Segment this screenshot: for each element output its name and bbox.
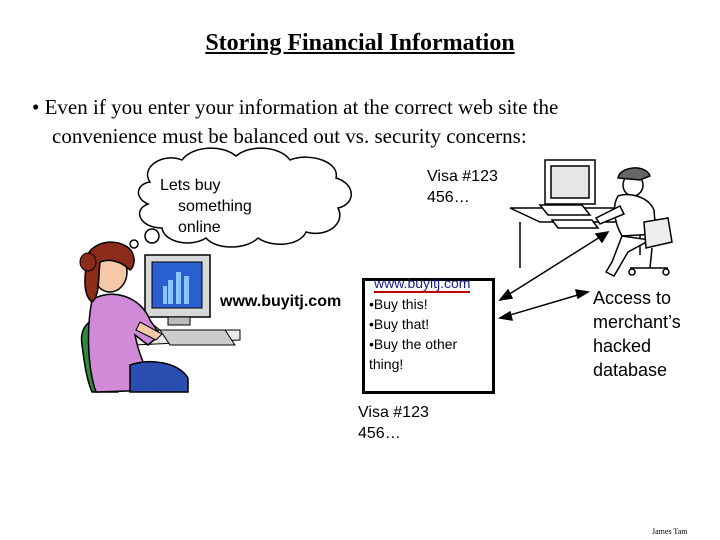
browser-url[interactable]: www.buyitj.com: [374, 275, 471, 293]
hack-line-2: merchant’s: [593, 312, 681, 332]
hack-line-1: Access to: [593, 288, 672, 308]
slide-title: Storing Financial Information: [205, 30, 515, 56]
browser-item: •Buy the other: [369, 336, 458, 352]
hack-line-3: hacked: [593, 336, 652, 356]
clerk-at-computer-icon: [509, 159, 673, 277]
card-top-line-1: Visa #123: [427, 168, 498, 185]
user-url-label: www.buyitj.com: [220, 293, 342, 310]
card-number-top: Visa #123 456…: [427, 166, 498, 208]
thought-line-2: something: [178, 198, 252, 215]
browser-item: •Buy that!: [369, 316, 430, 332]
browser-item: •Buy this!: [369, 296, 428, 312]
thought-line-1: Lets buy: [160, 177, 221, 194]
bullet-line-1: • Even if you enter your information at …: [32, 95, 559, 119]
woman-at-computer-icon: [79, 241, 241, 393]
card-bottom-line-2: 456…: [358, 425, 401, 442]
thought-cloud-icon: [117, 147, 352, 253]
card-bottom-line-1: Visa #123: [358, 404, 429, 421]
browser-item: thing!: [369, 356, 404, 372]
browser-item-list: •Buy this! •Buy that! •Buy the other thi…: [369, 294, 457, 374]
card-top-line-2: 456…: [427, 189, 470, 206]
merchant-browser-window: [362, 278, 495, 394]
card-number-bottom: Visa #123 456…: [358, 402, 429, 444]
hacked-database-note: Access to merchant’s hacked database: [593, 286, 681, 382]
bullet-point: • Even if you enter your information at …: [32, 93, 692, 151]
bullet-line-2: convenience must be balanced out vs. sec…: [52, 124, 527, 148]
double-arrow-icon: [497, 230, 610, 321]
thought-line-3: online: [178, 219, 221, 236]
hack-line-4: database: [593, 360, 668, 380]
author-signature: James Tam: [652, 527, 688, 536]
thought-bubble-text: Lets buy something online: [160, 175, 252, 238]
